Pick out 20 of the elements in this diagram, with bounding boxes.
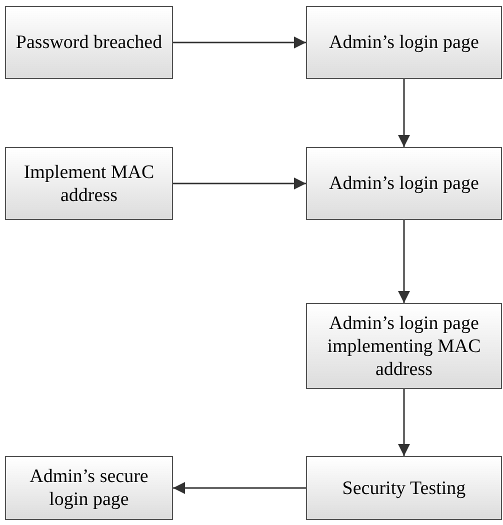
arrow: [173, 36, 306, 48]
box-label: Admin’s secure login page: [28, 465, 150, 511]
process-box: [306, 6, 502, 79]
arrow: [398, 220, 410, 303]
process-box: [306, 303, 502, 389]
box-label: Implement MAC address: [22, 160, 156, 206]
process-box: [5, 147, 173, 220]
box-label: Admin’s login page: [329, 172, 479, 195]
arrow: [398, 79, 410, 147]
box-label: Security Testing: [342, 476, 466, 500]
process-box: [306, 147, 502, 220]
box-label: Password breached: [16, 31, 162, 54]
process-box: [306, 456, 502, 520]
process-box: [5, 6, 173, 79]
arrow: [173, 482, 306, 494]
arrow: [398, 389, 410, 456]
arrow: [173, 178, 306, 190]
box-label: Admin’s login page implementing MAC address: [326, 312, 482, 380]
process-box: [5, 456, 173, 520]
box-label: Admin’s login page: [329, 31, 479, 54]
